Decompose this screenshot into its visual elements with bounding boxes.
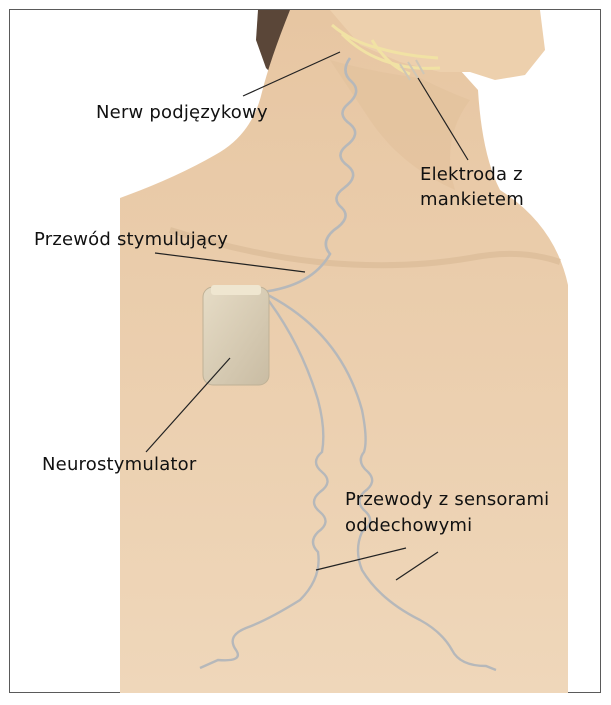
neurostimulator-device	[203, 287, 269, 385]
label-sensing-leads-line1: Przewody z sensorami	[345, 488, 549, 511]
label-cuff-electrode-line2: mankietem	[420, 188, 524, 211]
neurostimulator-header	[211, 285, 261, 295]
label-neurostimulator: Neurostymulator	[42, 453, 197, 476]
label-stimulation-lead: Przewód stymulujący	[34, 228, 228, 251]
label-hypoglossal-nerve: Nerw podjęzykowy	[96, 101, 268, 124]
label-cuff-electrode-line1: Elektroda z	[420, 163, 523, 186]
label-sensing-leads-line2: oddechowymi	[345, 514, 472, 537]
